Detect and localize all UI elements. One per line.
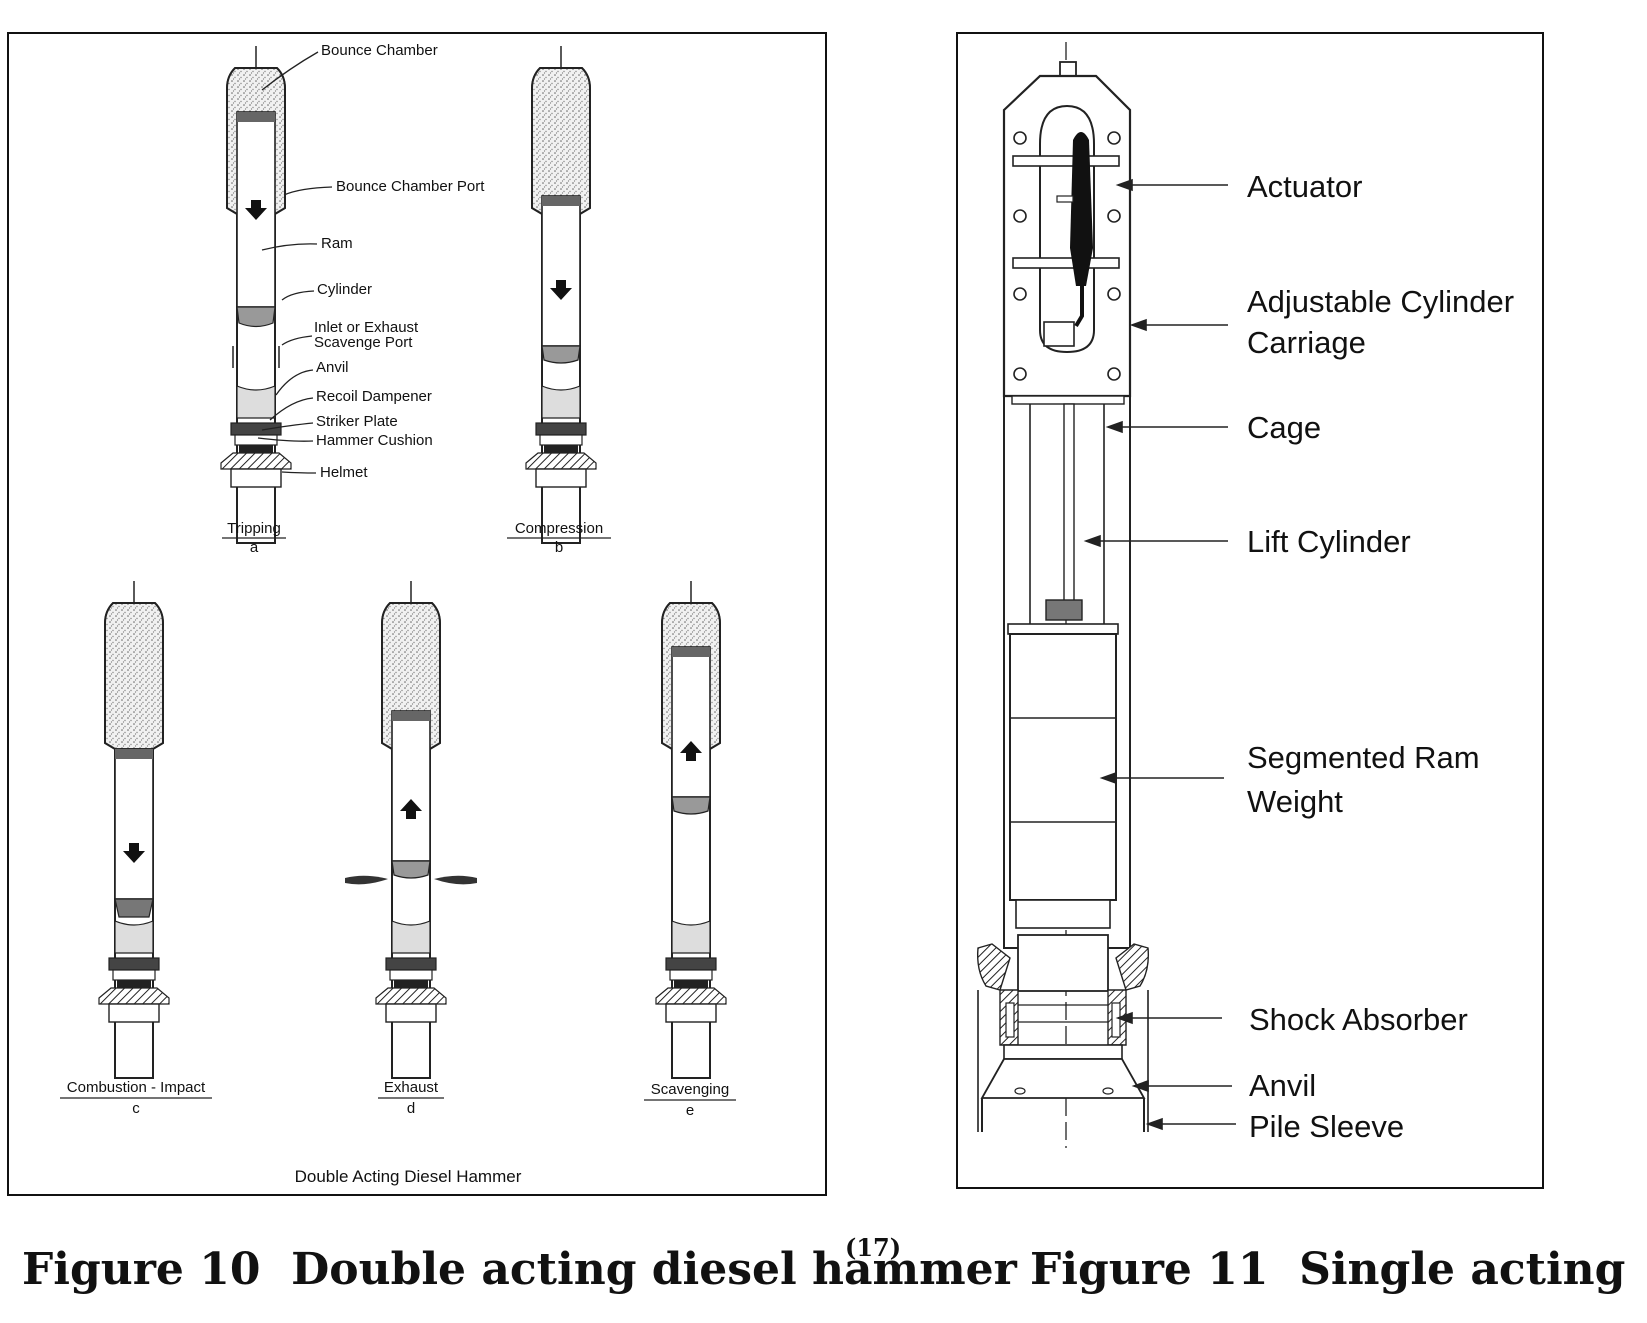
pile-sleeve-top [980,1058,1146,1099]
lift-cylinder-rod [1063,403,1075,605]
segmented-ram-weight [1009,633,1117,901]
callout-inlet-or-exhaust: Inlet or Exhaust [314,319,419,336]
callout-cage: Cage [1247,410,1321,445]
callout-recoil-dampener: Recoil Dampener [316,388,432,405]
exhaust-plume-right [434,875,477,885]
arrow-down-icon [550,280,572,300]
stage-label-tripping: Tripping [227,520,281,537]
stage-letter-d: d [407,1100,415,1117]
figure-10-leader-lines [257,51,333,474]
callout-hammer-cushion: Hammer Cushion [316,432,433,449]
arrow-up-icon [400,799,422,819]
stage-label-scavenging: Scavenging [651,1081,729,1098]
callout-adjustable-cylinder: Adjustable Cylinder [1247,284,1514,319]
callout-segmented-ram: Segmented Ram [1247,740,1480,775]
stage-label-exhaust: Exhaust [384,1079,439,1096]
stage-letter-c: c [132,1100,140,1117]
figure-10-caption-reference: (17) [845,1233,901,1262]
figure-11-caption: Figure 11 Single acting [1030,1244,1625,1295]
figure-11-single-acting-hammer: Actuator Adjustable Cylinder Carriage Ca… [956,32,1544,1189]
hammer-scavenging [655,580,727,1079]
anvil [1017,934,1109,992]
callout-anvil: Anvil [316,359,349,376]
callout-bounce-chamber: Bounce Chamber [321,42,438,59]
callout-shock-absorber: Shock Absorber [1249,1002,1468,1037]
callout-lift-cylinder: Lift Cylinder [1247,524,1411,559]
callout-ram: Ram [321,235,353,252]
figure-11-leader-arrows [1083,178,1236,1131]
shock-absorber-right [1111,1002,1121,1038]
anvil [236,385,276,419]
callout-pile-sleeve: Pile Sleeve [1249,1109,1404,1144]
figure-10-title: Double Acting Diesel Hammer [295,1167,522,1186]
stage-letter-a: a [250,539,259,556]
housing-bolts [1013,131,1121,381]
actuator [1070,132,1093,286]
arrow-down-icon [245,200,267,220]
callout-carriage: Carriage [1247,325,1366,360]
figure-10-caption: Figure 10 Double acting diesel hammer [22,1244,1018,1295]
hammer-exhaust [345,580,477,1079]
callout-weight: Weight [1247,784,1343,819]
hammer-tripping [220,45,292,544]
hammer-combustion-impact [98,580,170,1079]
shock-absorber-left [1005,1002,1015,1038]
hammer-compression [525,45,597,544]
arrow-down-icon [123,843,145,863]
callout-bounce-chamber-port: Bounce Chamber Port [336,178,485,195]
callout-helmet: Helmet [320,464,368,481]
figure-10-double-acting-diesel-hammer: Bounce Chamber Bounce Chamber Port Ram C… [7,32,827,1196]
lift-cylinder-piston [1045,599,1083,621]
stage-letter-e: e [686,1102,694,1119]
stage-label-combustion-impact: Combustion - Impact [67,1079,206,1096]
callout-cylinder: Cylinder [317,281,372,298]
stage-letter-b: b [555,539,563,556]
callout-actuator: Actuator [1247,169,1362,204]
callout-anvil: Anvil [1249,1068,1316,1103]
exhaust-plume-left [345,875,388,885]
arrow-up-icon [680,741,702,761]
callout-striker-plate: Striker Plate [316,413,398,430]
stage-label-compression: Compression [515,520,603,537]
callout-scavenge-port: Scavenge Port [314,334,413,351]
